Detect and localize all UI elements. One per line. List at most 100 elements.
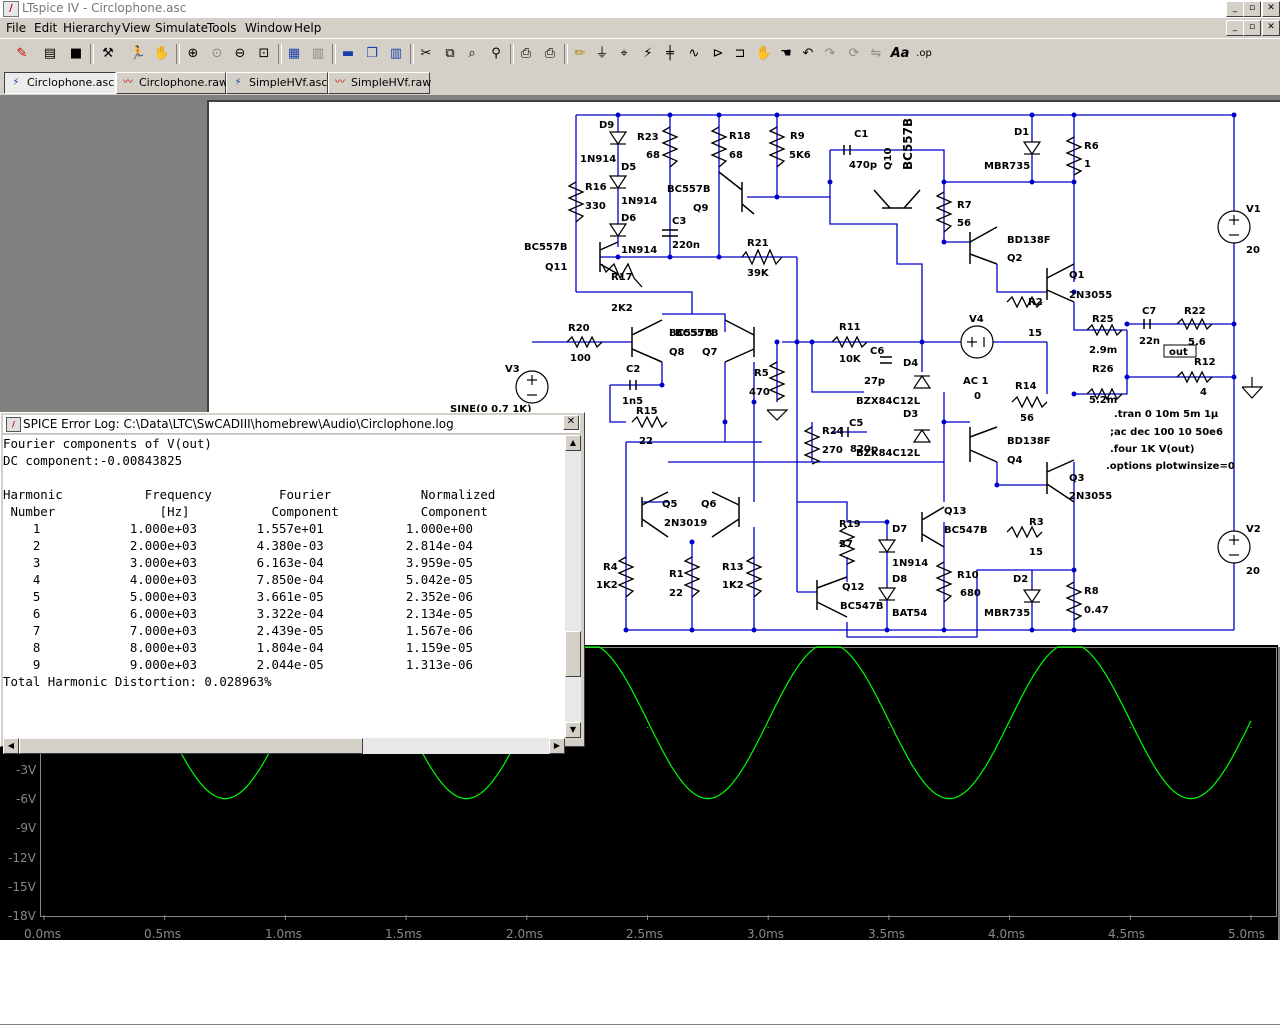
- menu-help[interactable]: Help: [294, 21, 322, 35]
- print-preview-icon[interactable]: ⎙: [520, 46, 532, 61]
- restore-button[interactable]: ▫: [1243, 1, 1261, 17]
- run-icon[interactable]: 🏃: [129, 46, 147, 61]
- find-icon-2[interactable]: ⚲: [491, 46, 501, 61]
- svg-text:2N3055: 2N3055: [1069, 491, 1112, 502]
- menu-tools[interactable]: Tools: [207, 21, 237, 35]
- toolbar-separator: [510, 44, 514, 64]
- toolbar-separator: [90, 44, 94, 64]
- menu-file[interactable]: File: [6, 21, 27, 35]
- tile-vertical-icon[interactable]: ▥: [389, 46, 403, 61]
- waveform-data-point: [1190, 798, 1192, 800]
- zoom-pan-icon[interactable]: ⊙: [211, 46, 223, 61]
- toolbar-separator: [176, 44, 180, 64]
- open-icon[interactable]: ▤: [43, 46, 57, 61]
- close-icon[interactable]: ✕: [563, 415, 579, 430]
- scroll-up-icon[interactable]: ▲: [565, 435, 581, 451]
- svg-text:R19: R19: [839, 519, 861, 530]
- mdi-restore-button[interactable]: ▫: [1243, 20, 1261, 36]
- component-labels: D9 1N914 D5 1N914 D6 1N914 R23 68 R18 68…: [450, 118, 1261, 619]
- title-bar: / LTspice IV - Circlophone.asc _ ▫ ✕: [0, 0, 1280, 18]
- cursor-icon[interactable]: ▥: [311, 46, 325, 61]
- resistor-icon[interactable]: ⚡: [643, 46, 653, 61]
- svg-text:Q12: Q12: [842, 582, 864, 593]
- autorange-icon[interactable]: ▦: [287, 46, 301, 61]
- svg-text:1: 1: [1084, 159, 1091, 170]
- y-tick-label: -6V: [16, 792, 37, 806]
- scroll-left-icon[interactable]: ◀: [3, 738, 19, 754]
- drag-icon[interactable]: ☚: [780, 46, 792, 61]
- ground-symbols: [766, 377, 1264, 421]
- svg-text:1N914: 1N914: [580, 154, 616, 165]
- svg-text:68: 68: [729, 150, 743, 161]
- control-panel-icon[interactable]: ⚒: [102, 46, 114, 61]
- spice-error-log-dialog[interactable]: / SPICE Error Log: C:\Data\LTC\SwCADIII\…: [0, 412, 585, 754]
- log-text-area[interactable]: Fourier components of V(out) DC componen…: [3, 435, 565, 738]
- cut-icon[interactable]: ✂: [420, 46, 432, 61]
- dialog-title-bar[interactable]: / SPICE Error Log: C:\Data\LTC\SwCADIII\…: [3, 415, 580, 434]
- zoom-fit-icon[interactable]: ⊡: [258, 46, 270, 61]
- scroll-right-icon[interactable]: ▶: [549, 738, 565, 754]
- svg-text:BD138F: BD138F: [1007, 436, 1051, 447]
- log-table-row: 7 7.000e+03 2.439e-05 1.567e-06: [3, 623, 473, 638]
- svg-text:BZX84C12L: BZX84C12L: [856, 448, 921, 459]
- menu-simulate[interactable]: Simulate: [155, 21, 209, 35]
- horizontal-scrollbar[interactable]: ◀ ▶: [3, 738, 565, 754]
- menu-view[interactable]: View: [122, 21, 151, 35]
- zoom-out-icon[interactable]: ⊖: [234, 46, 246, 61]
- rotate-icon[interactable]: ⟳: [848, 46, 860, 61]
- schematic-canvas[interactable]: out D9 1N914 D5 1N914 D6 1N914 R23 68 R1…: [209, 102, 1280, 647]
- svg-text:R8: R8: [1084, 586, 1099, 597]
- svg-text:R2: R2: [1028, 297, 1043, 308]
- cascade-icon[interactable]: ❐: [366, 46, 378, 61]
- scroll-thumb[interactable]: [565, 631, 581, 677]
- menu-hierarchy[interactable]: Hierarchy: [63, 21, 122, 35]
- mdi-close-button[interactable]: ✕: [1262, 20, 1280, 36]
- source-symbols: [527, 215, 1239, 556]
- new-schematic-icon[interactable]: ✎: [16, 46, 28, 61]
- menu-edit[interactable]: Edit: [34, 21, 58, 35]
- menu-window[interactable]: Window: [245, 21, 293, 35]
- vertical-scrollbar[interactable]: ▲ ▼: [565, 435, 581, 738]
- svg-text:R12: R12: [1194, 357, 1216, 368]
- text-icon[interactable]: Aa: [890, 46, 910, 61]
- tab-circlophone-asc[interactable]: ⚡ Circlophone.asc: [4, 72, 116, 94]
- svg-text:Q2: Q2: [1007, 253, 1023, 264]
- minimize-button[interactable]: _: [1226, 1, 1244, 17]
- waveform-data-point: [948, 798, 950, 800]
- find-icon[interactable]: ⌕: [468, 46, 476, 61]
- scroll-thumb[interactable]: [19, 738, 363, 754]
- plot-area[interactable]: [40, 647, 1277, 917]
- redo-icon[interactable]: ↷: [824, 46, 836, 61]
- tile-horizontal-icon[interactable]: ▬: [341, 46, 355, 61]
- svg-text:1N914: 1N914: [621, 196, 657, 207]
- svg-text:Q9: Q9: [693, 203, 709, 214]
- scroll-down-icon[interactable]: ▼: [565, 722, 581, 738]
- spice-directive-icon[interactable]: .op: [916, 48, 932, 59]
- tab-circlophone-raw[interactable]: 〰 Circlophone.raw: [116, 72, 228, 94]
- save-icon[interactable]: ■: [69, 46, 83, 61]
- mdi-minimize-button[interactable]: _: [1226, 20, 1244, 36]
- waveform-window[interactable]: -3V -6V -9V -12V -15V -18V 0.0ms 0.5ms 1…: [0, 645, 1278, 941]
- toolbar-separator: [332, 44, 336, 64]
- waveform-data-point: [224, 798, 226, 800]
- tab-simplehvf-raw[interactable]: 〰 SimpleHVf.raw: [328, 72, 431, 94]
- copy-icon[interactable]: ⧉: [445, 46, 455, 61]
- component-icon[interactable]: ⊐: [734, 46, 746, 61]
- label-net-icon[interactable]: ⌖: [620, 46, 628, 61]
- close-button[interactable]: ✕: [1262, 1, 1280, 17]
- mirror-icon[interactable]: ⇋: [870, 46, 882, 61]
- zoom-in-icon[interactable]: ⊕: [187, 46, 199, 61]
- ground-icon[interactable]: ⏚: [595, 46, 609, 61]
- move-icon[interactable]: ✋: [755, 46, 773, 61]
- capacitor-icon[interactable]: ╪: [666, 46, 674, 61]
- undo-icon[interactable]: ↶: [802, 46, 814, 61]
- svg-text:R16: R16: [585, 182, 607, 193]
- svg-text:R21: R21: [747, 238, 769, 249]
- tab-simplehvf-asc[interactable]: ⚡ SimpleHVf.asc: [226, 72, 328, 94]
- draw-wire-icon[interactable]: ✏: [574, 46, 586, 61]
- print-icon[interactable]: ⎙: [544, 46, 556, 61]
- diode-icon[interactable]: ⊳: [712, 46, 724, 61]
- svg-text:R26: R26: [1092, 364, 1114, 375]
- inductor-icon[interactable]: ∿: [688, 46, 700, 61]
- halt-icon[interactable]: ✋: [153, 46, 171, 61]
